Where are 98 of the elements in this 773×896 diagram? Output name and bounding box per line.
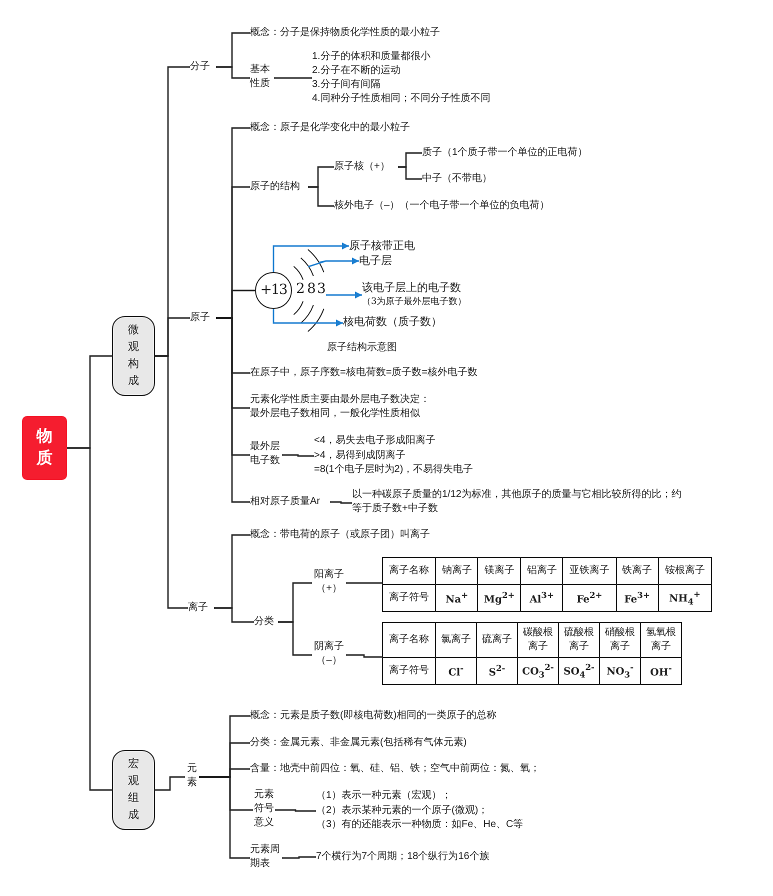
branch-text: 元素周期表	[250, 843, 282, 871]
list-item: >4，易得到成阴离子	[314, 448, 406, 463]
connector-line	[278, 621, 312, 656]
table-cell: 硫离子	[476, 622, 518, 658]
connector-line	[216, 317, 250, 503]
branch-text: 概念：元素是质子数(即核电荷数)相同的一类原子的总称	[250, 709, 510, 723]
table-cell: 硝酸根离子	[600, 622, 640, 658]
table-cell: S$^{2-}$	[476, 658, 518, 684]
branch-text: 概念：原子是化学变化中的最小粒子	[250, 121, 500, 135]
branch-text: 概念：带电荷的原子（或原子团）叫离子	[250, 528, 470, 542]
list-item: 2.分子在不断的运动	[312, 64, 402, 78]
connector-line	[275, 809, 316, 812]
list-item: 4.同种分子性质相同；不同分子性质不同	[312, 92, 492, 106]
branch-text: 分类：金属元素、非金属元素(包括稀有气体元素)	[250, 736, 490, 750]
branch-text: 在原子中，原子序数=核电荷数=质子数=核外电子数	[250, 366, 520, 380]
nucleus-circle: +13	[255, 272, 292, 309]
table-cell: OH$^{-}$	[640, 658, 682, 684]
leader-arrow	[308, 258, 360, 268]
connector-line	[330, 501, 352, 504]
table-cell: Mg$^{2+}$	[478, 584, 521, 612]
branch-text: 原子核（+）	[334, 160, 398, 174]
branch-text: 阳离子（+）	[312, 568, 346, 596]
connector-line	[199, 776, 250, 859]
connector-line	[398, 166, 422, 180]
branch-text: 元素符号意义	[253, 788, 275, 830]
table-cell: 离子符号	[382, 658, 436, 684]
annotation-text: 该电子层上的电子数	[362, 280, 462, 296]
table-cell: 碳酸根离子	[518, 622, 558, 658]
table-cell: 离子名称	[382, 622, 436, 658]
branch-text: 分子	[190, 60, 216, 74]
branch-text: 元素	[185, 762, 199, 790]
branch-text: 元素化学性质主要由最外层电子数决定：最外层电子数相同，一般化学性质相似	[250, 393, 436, 421]
branch-text: 原子	[190, 311, 216, 325]
list-item: =8(1个电子层时为2)，不易得失电子	[314, 463, 474, 478]
branch-text: 最外层电子数	[250, 440, 282, 468]
shell-number: 2	[296, 281, 305, 297]
list-item: （3）有的还能表示一种物质：如Fe、He、C等	[316, 818, 524, 832]
table-cell: 氢氧根离子	[640, 622, 682, 658]
annotation-text: 原子核带正电	[349, 239, 459, 253]
branch-text: 以一种碳原子质量的1/12为标准，其他原子的质量与它相比较所得的比；约等于质子数+中子数	[352, 488, 684, 516]
branch-text: 含量：地壳中前四位：氧、硅、铝、铁；空气中前两位：氮、氧；	[250, 762, 580, 776]
connector-line	[216, 66, 250, 79]
table-cell: 钠离子	[436, 558, 478, 584]
category-box: 宏观组成	[112, 750, 155, 830]
leader-arrow	[272, 242, 349, 272]
shell-number: 8	[307, 281, 316, 297]
list-item: （2）表示某种元素的一个原子(微观)；	[316, 804, 490, 818]
table-cell: 亚铁离子	[562, 558, 616, 584]
table-cell: Fe$^{2+}$	[562, 584, 616, 612]
branch-text: 基本性质	[250, 63, 274, 91]
branch-text: 分类	[254, 615, 278, 629]
branch-text: 原子的结构	[250, 180, 308, 194]
branch-text: 核外电子（–）（一个电子带一个单位的负电荷）	[334, 199, 614, 213]
table-cell: Al$^{3+}$	[520, 584, 563, 612]
connector-line	[214, 607, 254, 623]
ion-table	[382, 557, 712, 612]
list-item: <4，易失去电子形成阳离子	[314, 434, 436, 448]
connector-line	[67, 447, 112, 791]
table-cell: 镁离子	[478, 558, 521, 584]
table-cell: 硫酸根离子	[558, 622, 600, 658]
list-item: 1.分子的体积和质量都很小	[312, 50, 432, 64]
table-cell: 铝离子	[520, 558, 563, 584]
branch-text: 离子	[188, 601, 214, 615]
list-item: （1）表示一种元素（宏观）；	[316, 789, 453, 803]
connector-line	[282, 454, 314, 457]
connector-line	[155, 776, 185, 791]
annotation-text: 电子层	[359, 254, 419, 268]
connector-line	[308, 186, 334, 207]
table-cell: 氯离子	[436, 622, 476, 658]
connector-line	[155, 355, 188, 609]
diagram-caption: 原子结构示意图	[327, 341, 398, 355]
table-cell: Cl$^{-}$	[436, 658, 476, 684]
shell-number: 3	[317, 281, 326, 297]
leader-arrow	[326, 292, 362, 298]
branch-text: 阴离子（–）	[312, 640, 346, 668]
connector-line	[274, 77, 312, 79]
list-item: 3.分子间有间隔	[312, 78, 382, 92]
annotation-text: 核电荷数（质子数）	[343, 315, 473, 329]
branch-text: 概念：分子是保持物质化学性质的最小粒子	[250, 26, 510, 40]
table-cell: 离子符号	[382, 584, 436, 612]
connector-line	[346, 654, 382, 658]
branch-text: 相对原子质量Ar	[250, 495, 330, 509]
table-cell: 铁离子	[616, 558, 658, 584]
branch-text: 质子（1个质子带一个单位的正电荷）	[422, 146, 672, 160]
table-cell: Na$^{+}$	[436, 584, 478, 612]
branch-text: 中子（不带电）	[422, 172, 522, 186]
table-cell: 铵根离子	[658, 558, 712, 584]
annotation-note: （3为原子最外层电子数）	[362, 296, 468, 309]
table-cell: 离子名称	[382, 558, 436, 584]
leader-arrow	[272, 309, 343, 326]
connector-line	[346, 582, 382, 584]
connector-line	[282, 856, 316, 859]
electron-shell-drawing	[293, 249, 324, 332]
branch-text: 7个横行为7个周期；18个纵行为16个族	[316, 850, 536, 864]
ion-table	[382, 622, 682, 685]
table-cell: Fe$^{3+}$	[616, 584, 658, 612]
root-box: 物质	[22, 416, 67, 480]
category-box: 微观构成	[112, 316, 155, 396]
